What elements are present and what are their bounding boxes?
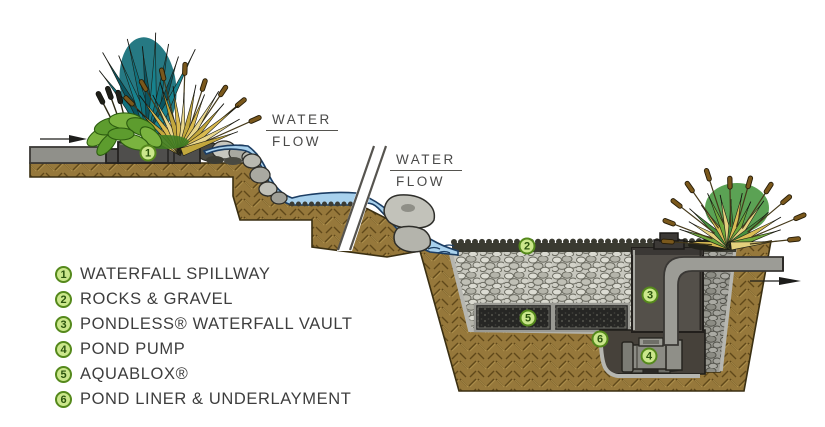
water-flow-upper-line1: WATER (266, 111, 338, 131)
callout-2-rocks-gravel: 2 (518, 237, 536, 255)
legend-label-5: AQUABLOX® (80, 365, 189, 383)
legend-label-4: POND PUMP (80, 340, 186, 358)
cascade-rocks (242, 153, 288, 205)
basin-top-pebbles (451, 238, 738, 245)
supply-pipe (29, 146, 109, 164)
waterfall-boulders (383, 194, 436, 253)
legend-num-6: 6 (55, 391, 72, 408)
legend: 1 WATERFALL SPILLWAY 2 ROCKS & GRAVEL 3 … (55, 262, 353, 412)
aquablox-modules (473, 302, 631, 333)
legend-item-waterfall-vault: 3 PONDLESS® WATERFALL VAULT (55, 312, 353, 337)
gravel-strip-behind-vault (700, 247, 736, 372)
legend-item-pond-pump: 4 POND PUMP (55, 337, 353, 362)
legend-item-aquablox: 5 AQUABLOX® (55, 362, 353, 387)
legend-num-2: 2 (55, 291, 72, 308)
water-flow-label-upper: WATER FLOW (266, 111, 338, 151)
basin-top-dark-strip (452, 243, 736, 252)
legend-num-4: 4 (55, 341, 72, 358)
right-planting (660, 168, 807, 251)
flow-arrow-left-icon (40, 135, 87, 143)
water-flow-lower-line2: FLOW (396, 174, 445, 189)
legend-num-3: 3 (55, 316, 72, 333)
legend-label-6: POND LINER & UNDERLAYMENT (80, 390, 352, 408)
callout-6-pond-liner: 6 (591, 330, 609, 348)
water-flow-lower-line1: WATER (390, 151, 462, 171)
callout-4-pond-pump: 4 (640, 347, 658, 365)
flow-arrow-right-icon (750, 277, 801, 285)
section-break-lines (336, 145, 388, 251)
callout-1-waterfall-spillway: 1 (139, 144, 157, 162)
legend-num-1: 1 (55, 266, 72, 283)
hosta-plant (86, 112, 163, 156)
water-flow-upper-line2: FLOW (272, 134, 321, 149)
legend-item-waterfall-spillway: 1 WATERFALL SPILLWAY (55, 262, 353, 287)
legend-label-1: WATERFALL SPILLWAY (80, 265, 271, 283)
legend-label-2: ROCKS & GRAVEL (80, 290, 233, 308)
legend-num-5: 5 (55, 366, 72, 383)
callout-3-waterfall-vault: 3 (641, 286, 659, 304)
cattails-right (660, 168, 807, 246)
callout-5-aquablox: 5 (519, 309, 537, 327)
basin-ripples (427, 244, 455, 254)
legend-label-3: PONDLESS® WATERFALL VAULT (80, 315, 353, 333)
water-flow-label-lower: WATER FLOW (390, 151, 462, 191)
legend-item-pond-liner: 6 POND LINER & UNDERLAYMENT (55, 387, 353, 412)
legend-item-rocks-gravel: 2 ROCKS & GRAVEL (55, 287, 353, 312)
left-planting (86, 32, 262, 157)
